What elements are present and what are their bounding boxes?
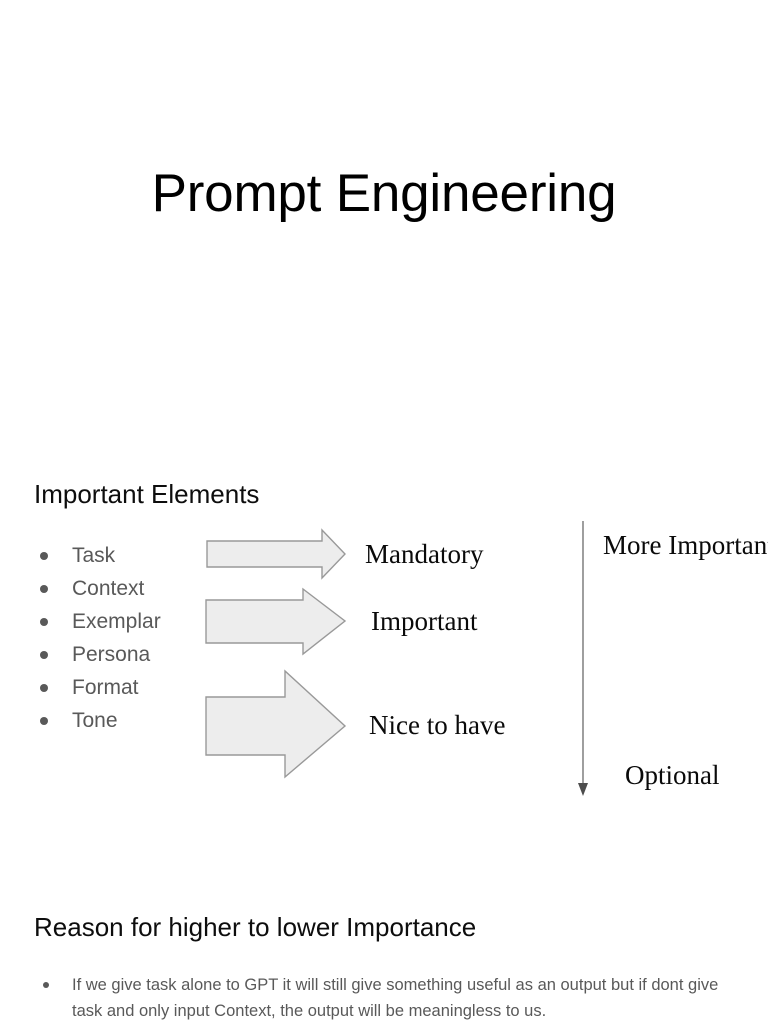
list-item-label: Format — [72, 676, 139, 699]
page-title: Prompt Engineering — [151, 164, 617, 223]
bullet-dot-icon — [40, 684, 48, 692]
bullet-dot-icon — [40, 552, 48, 560]
list-item: Format — [34, 671, 204, 704]
important-elements-list: Task Context Exemplar Persona Format Ton… — [34, 539, 204, 737]
bullet-dot-icon — [40, 717, 48, 725]
list-item-label: Task — [72, 544, 116, 567]
arrow-label-important: Important — [371, 606, 478, 636]
list-item-label: Tone — [72, 709, 118, 732]
block-arrow-large-icon — [205, 669, 347, 779]
list-item: Tone — [34, 704, 204, 737]
importance-axis-bottom-label: Optional — [625, 760, 720, 790]
list-item: If we give task alone to GPT it will sti… — [34, 972, 746, 1024]
importance-axis-arrowhead-icon — [578, 783, 588, 796]
section-heading-reason: Reason for higher to lower Importance — [34, 912, 477, 942]
list-item-label: Persona — [72, 643, 151, 666]
list-item: Exemplar — [34, 605, 204, 638]
list-item-label: If we give task alone to GPT it will sti… — [72, 976, 719, 1020]
reason-list: If we give task alone to GPT it will sti… — [34, 972, 746, 1024]
importance-axis-top-label: More Important — [603, 530, 768, 560]
list-item-label: Context — [72, 577, 145, 600]
list-item: Context — [34, 572, 204, 605]
bullet-dot-icon — [40, 618, 48, 626]
bullet-dot-icon — [40, 585, 48, 593]
block-arrow-small-icon — [206, 528, 346, 580]
arrow-label-nice-to-have: Nice to have — [369, 710, 506, 740]
arrow-label-mandatory: Mandatory — [365, 539, 484, 569]
block-arrow-medium-icon — [205, 587, 347, 656]
list-item-label: Exemplar — [72, 610, 161, 633]
bullet-dot-icon — [40, 651, 48, 659]
list-item: Persona — [34, 638, 204, 671]
bullet-dot-icon — [43, 982, 49, 988]
section-heading-important-elements: Important Elements — [34, 479, 260, 509]
list-item: Task — [34, 539, 204, 572]
